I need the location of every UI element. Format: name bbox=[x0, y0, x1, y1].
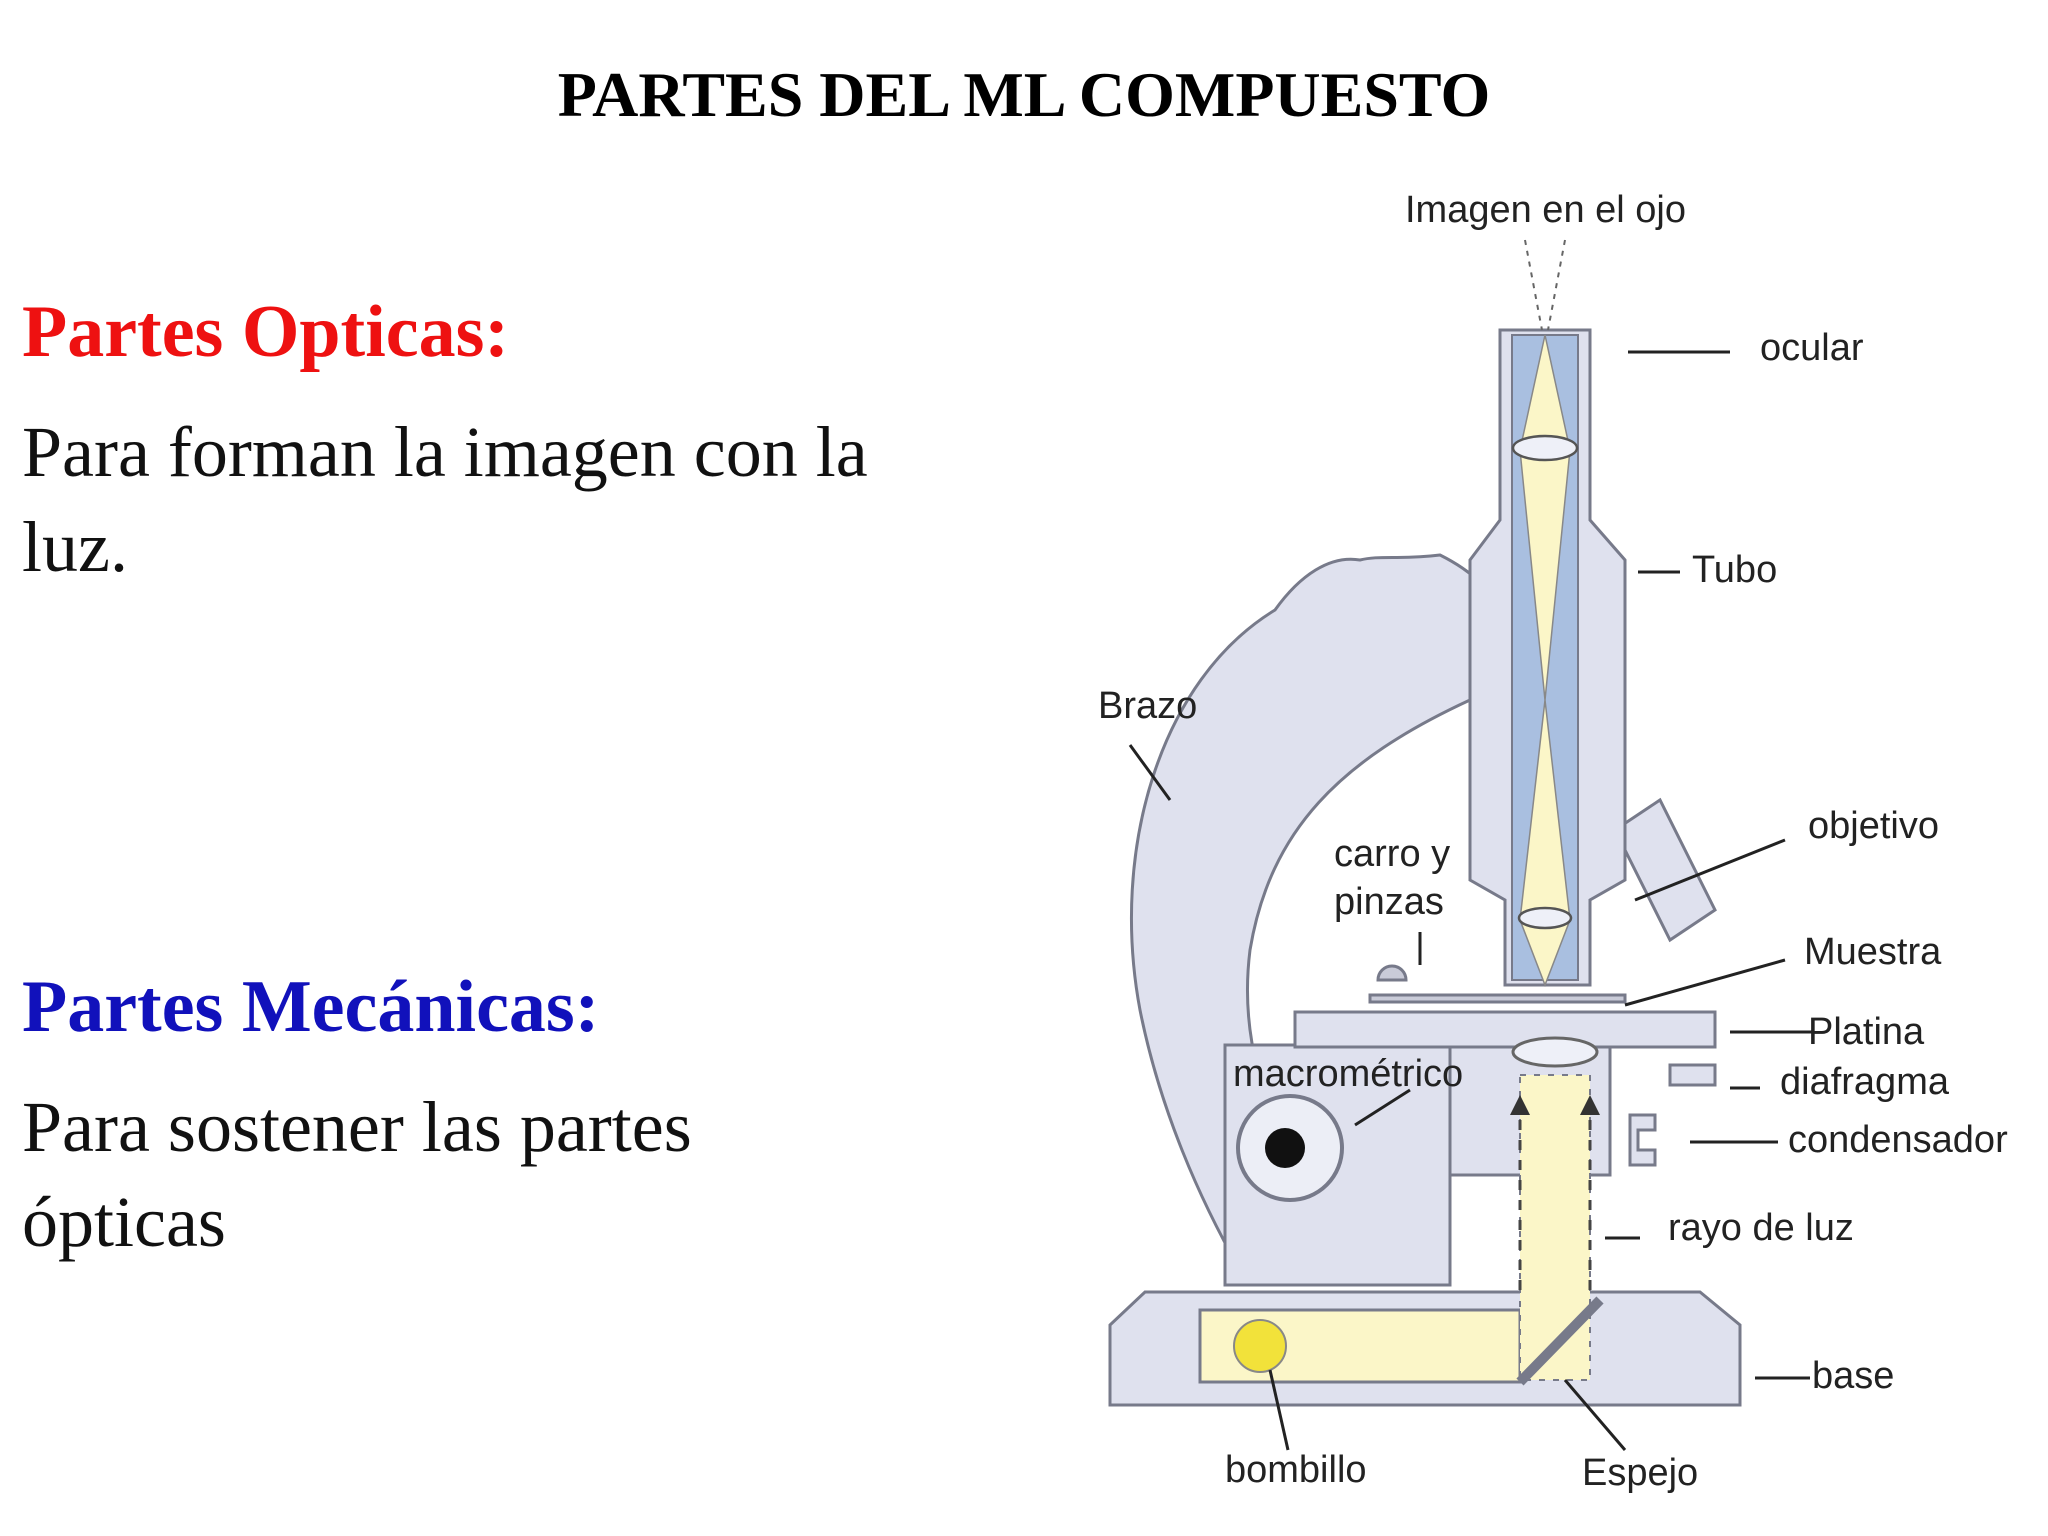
leader-lines bbox=[1128, 350, 1812, 1451]
label-platina: Platina bbox=[1808, 1011, 1925, 1053]
label-objetivo: objetivo bbox=[1808, 805, 1939, 847]
label-bombillo: bombillo bbox=[1225, 1449, 1367, 1491]
stage-shape bbox=[1293, 1010, 1717, 1049]
light-arrows bbox=[1510, 1095, 1600, 1115]
label-brazo: Brazo bbox=[1098, 685, 1197, 727]
optical-parts-heading: Partes Opticas: bbox=[22, 291, 510, 373]
condenser-lens bbox=[1511, 1036, 1599, 1068]
microscope-diagram: Imagen en el ojo ocular Tubo Brazo objet… bbox=[1098, 189, 2008, 1494]
mirror-shape bbox=[1516, 1296, 1604, 1386]
eye-ray-left bbox=[1524, 239, 1543, 331]
condenser-tab bbox=[1628, 1113, 1657, 1167]
eyepiece-lens bbox=[1511, 434, 1579, 462]
label-base: base bbox=[1812, 1355, 1894, 1397]
optical-parts-description: Para forman la imagen con la luz. bbox=[22, 412, 868, 587]
light-column bbox=[1519, 1074, 1591, 1381]
label-condensador: condensador bbox=[1788, 1119, 2008, 1161]
bulb-shape bbox=[1233, 1319, 1287, 1373]
objective-lens bbox=[1517, 906, 1573, 930]
slide-title: PARTES DEL ML COMPUESTO bbox=[557, 59, 1491, 130]
label-macrometrico: macrométrico bbox=[1233, 1053, 1463, 1095]
label-diafragma: diafragma bbox=[1780, 1061, 1950, 1103]
mechanical-parts-description: Para sostener las partes ópticas bbox=[22, 1087, 692, 1262]
label-carro-line1: carro y bbox=[1334, 833, 1450, 875]
label-rayo-de-luz: rayo de luz bbox=[1668, 1207, 1854, 1249]
label-carro-line2: pinzas bbox=[1334, 881, 1444, 923]
label-tubo: Tubo bbox=[1692, 549, 1777, 591]
stage-clip bbox=[1368, 964, 1627, 1004]
objective-turret bbox=[1613, 797, 1717, 943]
mechanical-parts-heading: Partes Mecánicas: bbox=[22, 966, 600, 1048]
eye-ray-right bbox=[1547, 239, 1566, 331]
diaphragm-shape bbox=[1668, 1063, 1717, 1087]
label-muestra: Muestra bbox=[1804, 931, 1942, 973]
knob-center bbox=[1265, 1128, 1305, 1168]
label-ocular: ocular bbox=[1760, 327, 1864, 369]
label-image-in-eye: Imagen en el ojo bbox=[1405, 189, 1686, 231]
label-espejo: Espejo bbox=[1582, 1452, 1698, 1494]
